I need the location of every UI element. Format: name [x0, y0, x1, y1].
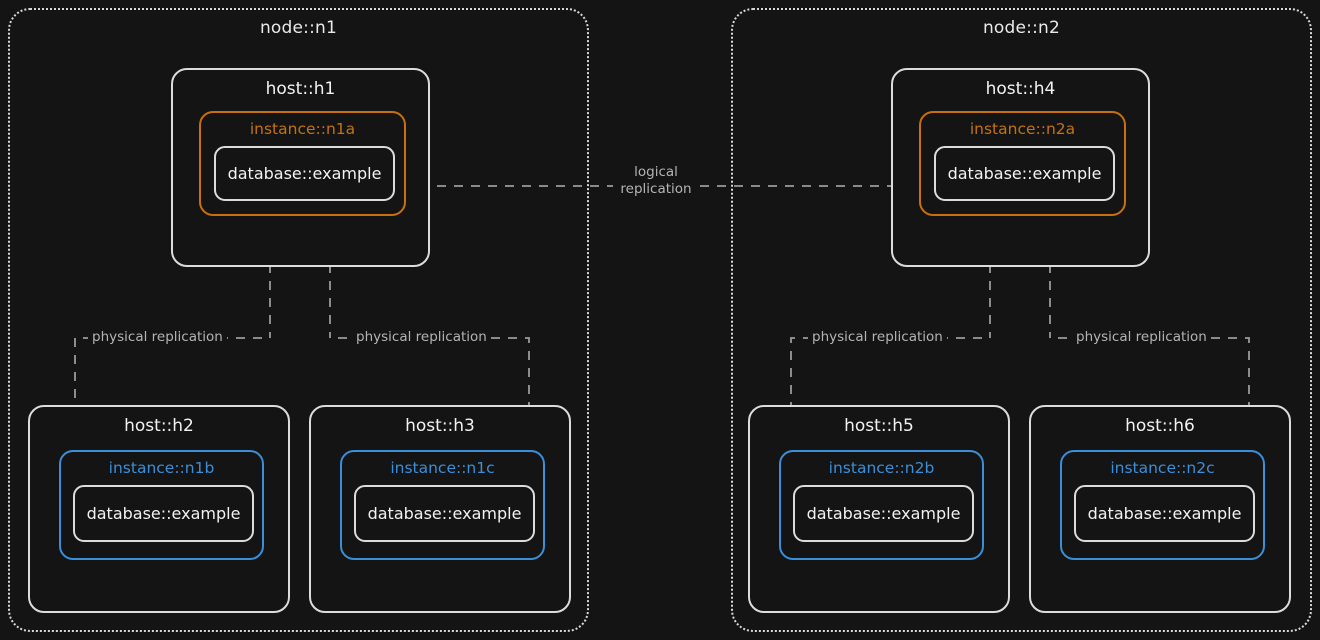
database-n2b-example[interactable]: database::example	[793, 485, 974, 542]
database-n2a-example[interactable]: database::example	[934, 146, 1115, 201]
database-n2a-label: database::example	[947, 164, 1102, 183]
host-h1-title: host::h1	[265, 79, 336, 99]
host-h3[interactable]: host::h3 instance::n1c database::example	[309, 405, 571, 613]
host-h3-title: host::h3	[405, 416, 475, 436]
host-h1[interactable]: host::h1 instance::n1a database::example	[171, 68, 430, 267]
edge-label-physical-replication-h1-h3: physical replication	[352, 329, 491, 346]
instance-n2a-title: instance::n2a	[969, 120, 1076, 138]
database-n1a-example[interactable]: database::example	[214, 146, 395, 201]
host-h6-title: host::h6	[1125, 416, 1195, 436]
edge-label-logical-line2: replication	[620, 180, 692, 197]
host-h5[interactable]: host::h5 instance::n2b database::example	[748, 405, 1010, 613]
instance-n2c-title: instance::n2c	[1110, 459, 1215, 477]
edge-label-physical-replication-h4-h6: physical replication	[1072, 329, 1211, 346]
database-n2c-example[interactable]: database::example	[1074, 485, 1255, 542]
database-n1c-label: database::example	[367, 504, 522, 523]
edge-label-physical-replication-h4-h5: physical replication	[808, 329, 947, 346]
database-n1a-label: database::example	[227, 164, 382, 183]
instance-n1c[interactable]: instance::n1c database::example	[340, 450, 545, 560]
instance-n1a-title: instance::n1a	[249, 120, 356, 138]
database-n1c-example[interactable]: database::example	[354, 485, 535, 542]
host-h4[interactable]: host::h4 instance::n2a database::example	[891, 68, 1150, 267]
database-n1b-example[interactable]: database::example	[73, 485, 254, 542]
host-h4-title: host::h4	[985, 79, 1056, 99]
database-n1b-label: database::example	[86, 504, 241, 523]
instance-n2a[interactable]: instance::n2a database::example	[919, 111, 1126, 216]
host-h6[interactable]: host::h6 instance::n2c database::example	[1029, 405, 1291, 613]
edge-label-logical-replication: logical replication	[613, 164, 699, 198]
instance-n1b[interactable]: instance::n1b database::example	[59, 450, 264, 560]
instance-n1c-title: instance::n1c	[390, 459, 495, 477]
node-n1[interactable]: node::n1	[8, 8, 589, 632]
edge-label-physical-replication-h1-h2: physical replication	[88, 329, 227, 346]
instance-n1a[interactable]: instance::n1a database::example	[199, 111, 406, 216]
node-n2-title: node::n2	[982, 18, 1061, 38]
node-n1-title: node::n1	[259, 18, 338, 38]
edge-label-logical-line1: logical	[634, 164, 678, 180]
instance-n1b-title: instance::n1b	[108, 459, 215, 477]
database-n2c-label: database::example	[1087, 504, 1242, 523]
host-h5-title: host::h5	[844, 416, 914, 436]
instance-n2b-title: instance::n2b	[828, 459, 935, 477]
instance-n2c[interactable]: instance::n2c database::example	[1060, 450, 1265, 560]
database-n2b-label: database::example	[806, 504, 961, 523]
host-h2[interactable]: host::h2 instance::n1b database::example	[28, 405, 290, 613]
instance-n2b[interactable]: instance::n2b database::example	[779, 450, 984, 560]
node-n2[interactable]: node::n2	[731, 8, 1312, 632]
host-h2-title: host::h2	[124, 416, 194, 436]
